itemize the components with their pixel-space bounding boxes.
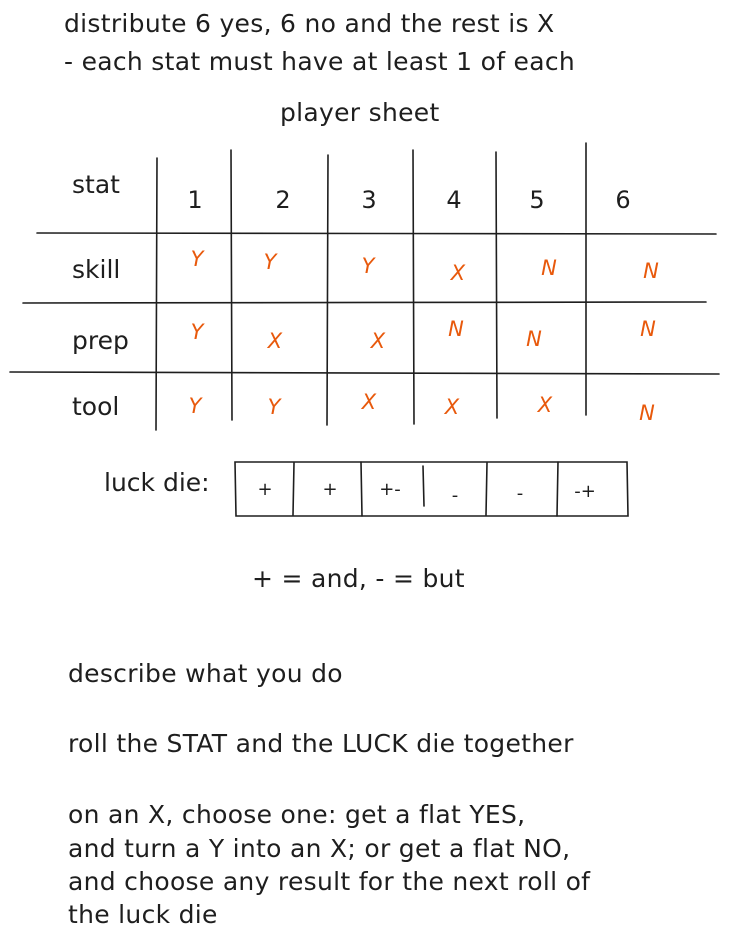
table-vline-5 [495, 151, 498, 419]
row-label-tool: tool [72, 392, 120, 421]
cell-prep-2: X [267, 329, 283, 353]
table-vline-2 [230, 149, 233, 421]
cell-tool-6: N [639, 401, 655, 425]
cell-prep-1: Y [190, 320, 204, 344]
cell-skill-1: Y [190, 247, 204, 271]
table-hline-1 [36, 232, 717, 235]
luck-face-3: +- [379, 479, 401, 500]
table-vline-4 [412, 149, 415, 425]
cell-prep-4: N [448, 317, 464, 341]
instruction-on-x-line-3: and choose any result for the next roll … [68, 867, 591, 896]
table-corner-label: stat [72, 170, 120, 199]
cell-prep-6: N [640, 317, 656, 341]
cell-prep-3: X [370, 329, 386, 353]
luck-die-divider-1 [292, 462, 295, 516]
luck-die-divider-2 [360, 461, 363, 517]
cell-tool-2: Y [267, 395, 281, 419]
luck-legend: + = and, - = but [252, 564, 465, 593]
cell-skill-5: N [541, 256, 557, 280]
column-header-3: 3 [361, 186, 377, 214]
column-header-1: 1 [187, 186, 203, 214]
cell-tool-5: X [537, 393, 553, 417]
cell-skill-6: N [643, 259, 659, 283]
instruction-on-x-line-4: the luck die [68, 900, 218, 929]
cell-prep-5: N [526, 327, 542, 351]
cell-tool-3: X [361, 390, 377, 414]
intro-line-2: - each stat must have at least 1 of each [64, 47, 576, 76]
cell-skill-4: X [450, 261, 466, 285]
instruction-on-x-line-1: on an X, choose one: get a flat YES, [68, 800, 526, 829]
luck-die-divider-5 [556, 461, 559, 517]
cell-tool-4: X [444, 395, 460, 419]
cell-skill-2: Y [263, 250, 277, 274]
instruction-on-x-line-2: and turn a Y into an X; or get a flat NO… [68, 834, 571, 863]
row-label-skill: skill [72, 255, 121, 284]
row-label-prep: prep [72, 326, 129, 355]
column-header-5: 5 [529, 186, 545, 214]
table-hline-2 [22, 301, 707, 304]
cell-tool-1: Y [188, 394, 202, 418]
luck-die-divider-4 [485, 462, 488, 516]
instruction-describe: describe what you do [68, 659, 343, 688]
table-hline-3 [9, 371, 720, 375]
luck-face-5: - [516, 483, 524, 504]
sheet-title: player sheet [280, 98, 440, 127]
luck-die-strip [234, 461, 629, 517]
luck-face-2: + [322, 479, 338, 500]
column-header-2: 2 [275, 186, 291, 214]
cell-skill-3: Y [361, 254, 375, 278]
column-header-4: 4 [446, 186, 462, 214]
intro-line-1: distribute 6 yes, 6 no and the rest is X [64, 9, 555, 38]
luck-face-1: + [257, 479, 273, 500]
table-vline-3 [326, 154, 329, 426]
luck-face-6: -+ [574, 481, 596, 502]
luck-face-4: - [451, 485, 459, 506]
instruction-roll: roll the STAT and the LUCK die together [68, 729, 574, 758]
column-header-6: 6 [615, 186, 631, 214]
luck-die-divider-3 [422, 465, 425, 507]
luck-die-label: luck die: [104, 468, 210, 497]
table-vline-1 [155, 157, 158, 431]
